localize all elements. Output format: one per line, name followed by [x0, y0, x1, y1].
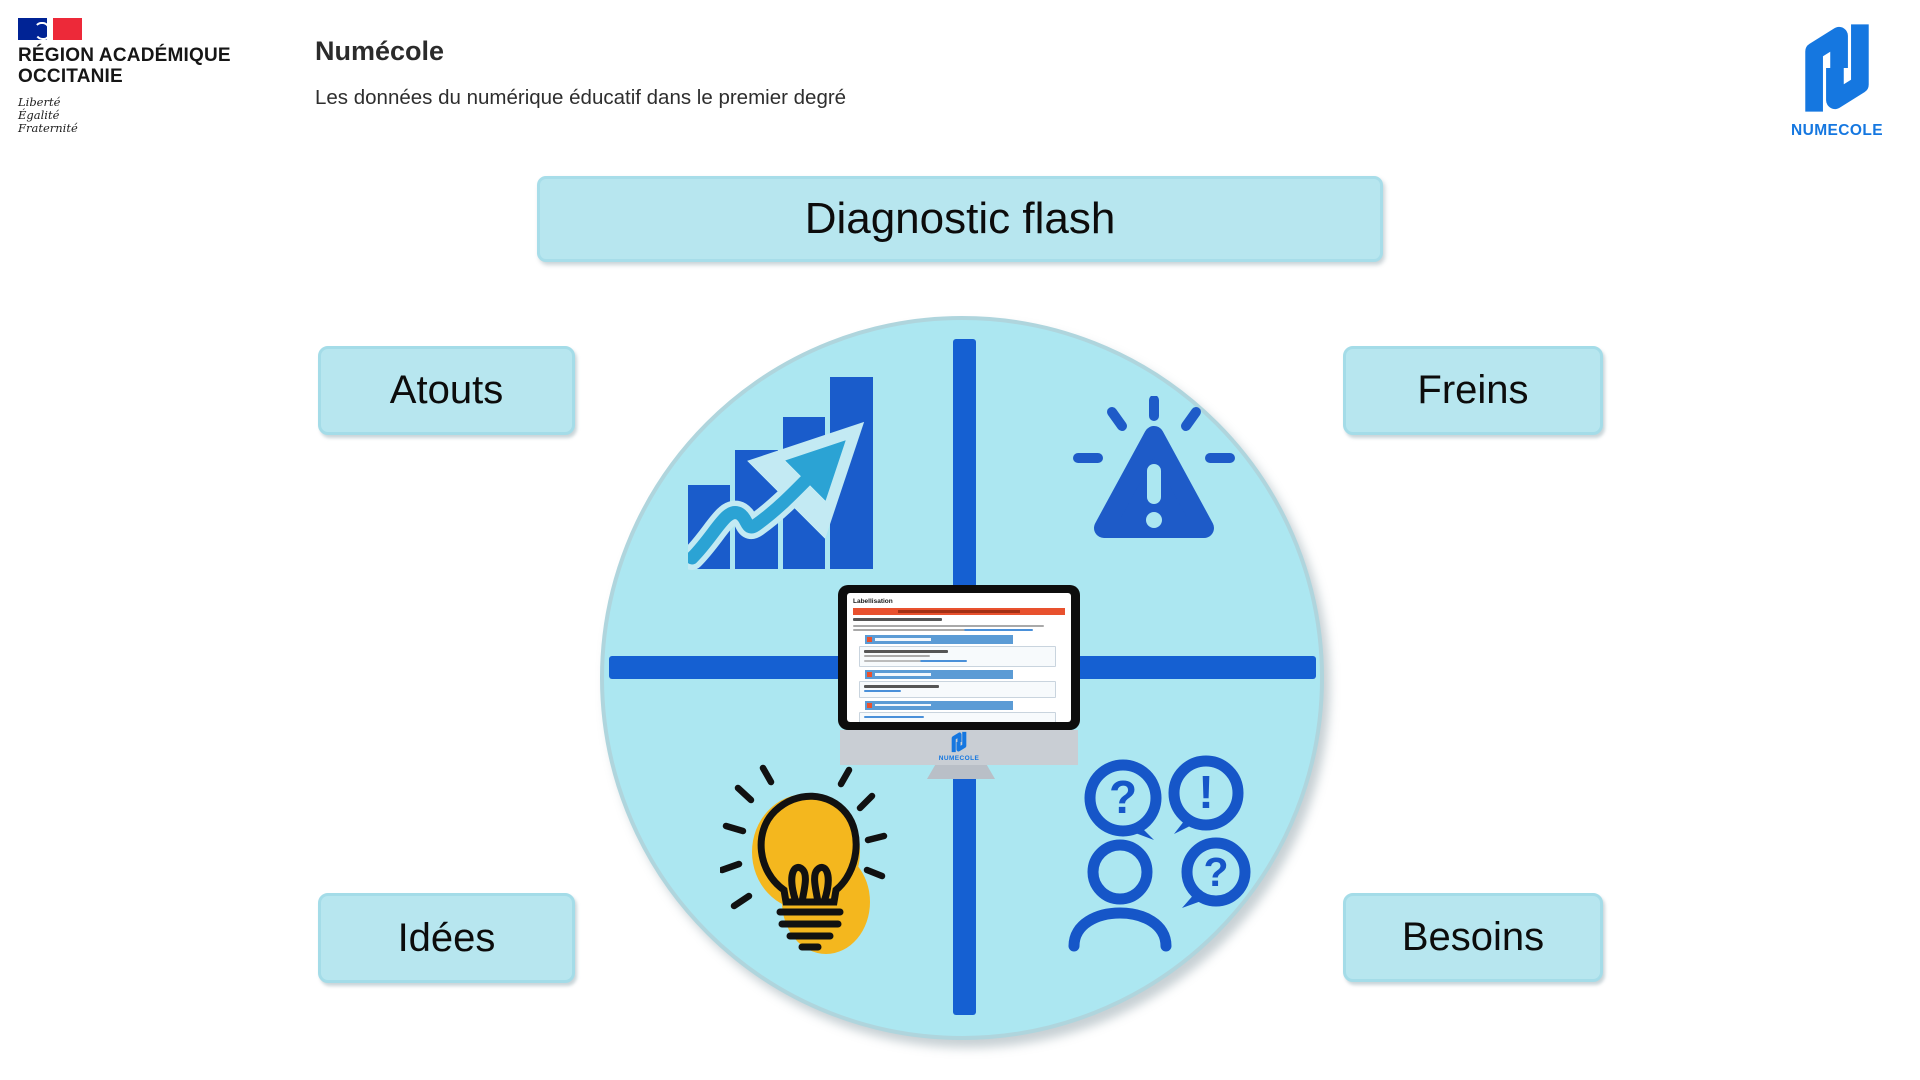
bar-chart-growth-icon [688, 377, 873, 570]
screen-section-header [865, 670, 1014, 679]
motto-egalite: Égalité [18, 108, 60, 122]
marianne-flag-icon [18, 18, 82, 40]
diagnostic-flash-banner: Diagnostic flash [537, 176, 1383, 262]
motto-liberte: Liberté [18, 95, 61, 109]
quadrant-label-idees: Idées [318, 893, 575, 983]
warning-alert-icon [1073, 396, 1235, 538]
motto-fraternite: Fraternité [18, 121, 78, 135]
screen-text-line [853, 629, 1034, 631]
quadrant-label-besoins: Besoins [1343, 893, 1603, 982]
monitor: Labellisation [838, 585, 1080, 730]
numecole-logo: NUMECOLE [1772, 16, 1902, 140]
region-name-line1: RÉGION ACADÉMIQUE [18, 45, 231, 66]
numecole-n-icon [1805, 24, 1869, 112]
monitor-base: NUMECOLE [840, 730, 1078, 765]
section-bullet-icon [867, 702, 872, 708]
section-bullet-icon [867, 637, 872, 642]
page-title: Numécole [315, 36, 445, 66]
screen-section-header [865, 700, 1014, 710]
monitor-brand-wordmark: NUMECOLE [938, 755, 980, 762]
quadrant-label-atouts: Atouts [318, 346, 575, 435]
screen-alert-banner [853, 608, 1065, 615]
region-academique-logo: RÉGION ACADÉMIQUE OCCITANIE Liberté Égal… [18, 18, 278, 135]
svg-text:!: ! [1198, 766, 1213, 818]
page-subtitle: Les données du numérique éducatif dans l… [315, 86, 847, 109]
lightbulb-idea-icon [720, 764, 888, 954]
screen-text-line [853, 624, 1044, 627]
screen-section-header [865, 635, 1014, 644]
svg-text:?: ? [1109, 771, 1137, 823]
numecole-wordmark: NUMECOLE [1791, 122, 1883, 139]
region-name-line2: OCCITANIE [18, 66, 123, 87]
screen-text-line [853, 618, 943, 621]
svg-text:?: ? [1203, 849, 1228, 895]
section-bullet-icon [867, 672, 872, 677]
screen-page-heading: Labellisation [853, 598, 893, 605]
monitor-screen-webpage: Labellisation [847, 593, 1071, 722]
screen-section-box [859, 681, 1057, 698]
quadrant-label-freins: Freins [1343, 346, 1603, 435]
monitor-stand [927, 765, 995, 779]
screen-section-box [859, 711, 1057, 722]
people-questions-icon: ? ! ? [1068, 755, 1251, 952]
screen-section-box [859, 646, 1057, 667]
numecole-n-icon [951, 731, 967, 753]
